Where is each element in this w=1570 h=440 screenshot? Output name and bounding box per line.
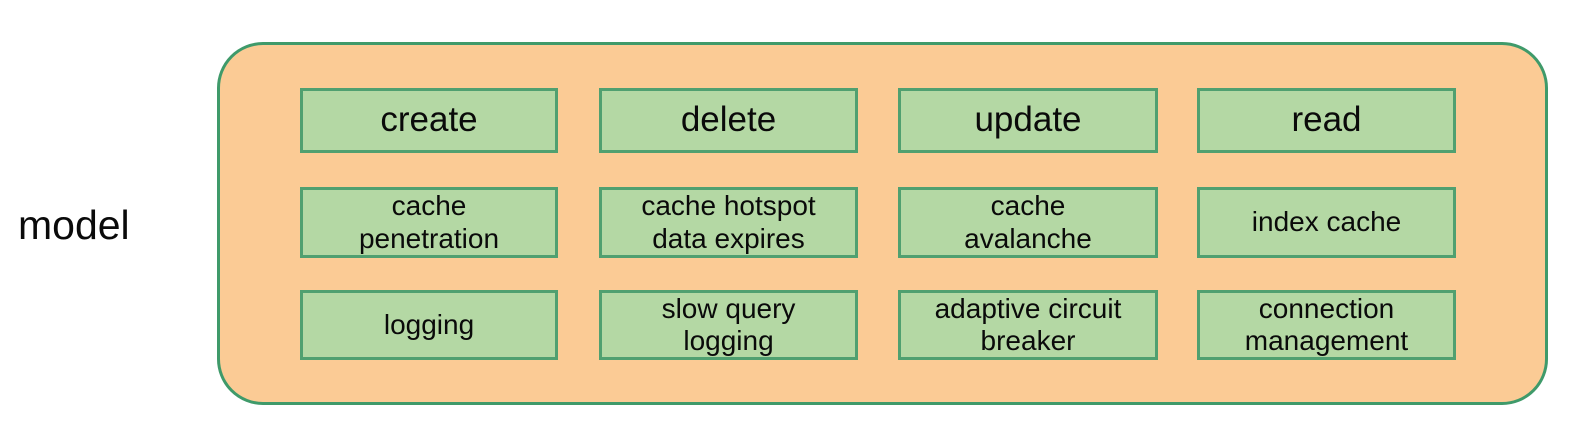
node-label: connection management bbox=[1244, 292, 1409, 356]
node-delete[interactable]: delete bbox=[599, 88, 858, 153]
node-label: slow query logging bbox=[661, 292, 796, 356]
node-label: cache penetration bbox=[358, 190, 500, 254]
node-label: delete bbox=[680, 100, 777, 140]
node-index-cache[interactable]: index cache bbox=[1197, 187, 1456, 258]
node-label: cache hotspot data expires bbox=[641, 190, 816, 254]
node-adaptive-circuit-breaker[interactable]: adaptive circuit breaker bbox=[898, 290, 1158, 360]
node-label: adaptive circuit breaker bbox=[934, 292, 1122, 356]
node-update[interactable]: update bbox=[898, 88, 1158, 153]
node-logging[interactable]: logging bbox=[300, 290, 558, 360]
node-cache-penetration[interactable]: cache penetration bbox=[300, 187, 558, 258]
node-create[interactable]: create bbox=[300, 88, 558, 153]
node-cache-avalanche[interactable]: cache avalanche bbox=[898, 187, 1158, 258]
node-read[interactable]: read bbox=[1197, 88, 1456, 153]
node-label: index cache bbox=[1251, 206, 1402, 238]
node-label: cache avalanche bbox=[964, 190, 1092, 254]
node-cache-hotspot-data-expires[interactable]: cache hotspot data expires bbox=[599, 187, 858, 258]
node-slow-query-logging[interactable]: slow query logging bbox=[599, 290, 858, 360]
node-label: create bbox=[380, 100, 478, 140]
node-label: logging bbox=[383, 308, 475, 340]
node-label: update bbox=[974, 100, 1082, 140]
node-connection-management[interactable]: connection management bbox=[1197, 290, 1456, 360]
diagram-side-label: model bbox=[18, 202, 130, 248]
node-label: read bbox=[1291, 100, 1362, 140]
